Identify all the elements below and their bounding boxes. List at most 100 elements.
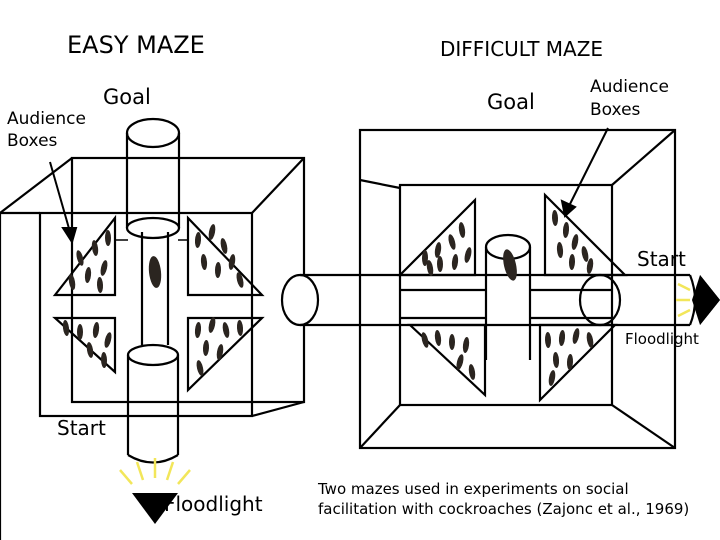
cockroach-mark xyxy=(449,334,455,350)
cockroach-mark xyxy=(468,364,476,380)
cockroach-mark xyxy=(68,274,76,290)
easy-goal-label: Goal xyxy=(103,85,151,109)
cockroach-mark xyxy=(200,254,208,270)
difficult-audience-label-line1: Audience xyxy=(590,77,669,97)
cockroach-mark xyxy=(571,234,579,250)
cockroach-mark xyxy=(208,317,216,333)
cockroach-mark xyxy=(558,330,566,346)
cockroach-mark xyxy=(222,322,230,338)
cockroach-mark xyxy=(236,272,244,288)
cockroach-mark xyxy=(86,342,94,358)
easy-floodlight-label: Floodlight xyxy=(164,492,263,516)
difficult-audience-box-lower-right xyxy=(538,323,618,403)
easy-audience-box-lower-left xyxy=(52,316,117,375)
cockroach-mark xyxy=(434,330,442,346)
cockroach-mark xyxy=(77,324,83,340)
cockroach-mark xyxy=(568,254,576,270)
difficult-audience-box-upper-right xyxy=(543,192,628,277)
easy-maze-edge-br xyxy=(251,400,305,418)
easy-start-tube xyxy=(126,343,180,464)
cockroach-mark xyxy=(216,344,224,360)
cockroach-mark xyxy=(202,340,210,356)
cockroach-mark xyxy=(581,246,589,262)
difficult-maze-edge-tl xyxy=(359,178,401,190)
easy-maze-edge-tl xyxy=(0,157,73,214)
cockroach-mark xyxy=(551,210,559,226)
easy-maze-title: EASY MAZE xyxy=(67,31,205,59)
cockroach-mark xyxy=(104,332,112,348)
cockroach-mark xyxy=(562,222,570,238)
difficult-maze-inner xyxy=(398,183,614,407)
cockroach-mark xyxy=(421,332,429,348)
difficult-maze-title: DIFFICULT MAZE xyxy=(440,37,604,61)
difficult-maze-edge-bl xyxy=(359,404,401,449)
difficult-maze xyxy=(280,128,697,450)
difficult-start-label: Start xyxy=(637,247,686,271)
difficult-audience-arrow xyxy=(560,127,609,218)
cockroach-mark xyxy=(208,224,216,240)
cockroach-mark xyxy=(456,354,464,370)
easy-maze-edge-tr xyxy=(251,157,305,214)
difficult-audience-box-upper-left xyxy=(397,197,477,277)
cockroach-mark xyxy=(100,260,108,276)
easy-maze xyxy=(0,117,306,540)
difficult-maze-outer xyxy=(358,128,677,450)
cockroach-mark xyxy=(552,352,560,368)
cockroach-mark xyxy=(458,222,466,238)
cockroach-mark xyxy=(503,249,517,281)
figure-caption: Two mazes used in experiments on social … xyxy=(318,480,690,518)
cockroach-mark xyxy=(556,242,564,258)
cockroach-mark xyxy=(91,240,99,256)
cockroach-mark xyxy=(544,332,552,348)
easy-maze-front-face xyxy=(38,211,254,418)
difficult-maze-edge-br xyxy=(611,404,676,449)
cockroach-mark xyxy=(194,232,202,248)
difficult-goal-tube xyxy=(484,233,532,290)
easy-audience-arrow xyxy=(49,161,78,245)
cockroach-group xyxy=(62,210,594,386)
cockroach-mark xyxy=(92,322,100,338)
easy-audience-label-line1: Audience xyxy=(7,109,86,129)
cockroach-mark xyxy=(196,360,204,376)
cockroach-mark xyxy=(194,322,202,338)
cockroach-mark xyxy=(451,254,459,270)
easy-start-label: Start xyxy=(57,416,106,440)
easy-audience-label-line2: Boxes xyxy=(7,131,58,151)
cockroach-mark xyxy=(421,250,429,266)
cockroach-mark xyxy=(548,370,556,386)
difficult-floodlight xyxy=(676,275,720,325)
cockroach-mark xyxy=(104,230,112,246)
cockroach-mark xyxy=(586,332,594,348)
difficult-horizontal-tunnel xyxy=(280,273,697,327)
easy-audience-box-lower-right xyxy=(186,316,265,393)
cockroach-mark xyxy=(462,337,470,353)
easy-goal-tube xyxy=(125,117,181,240)
cockroach-mark xyxy=(76,250,84,266)
difficult-audience-label-line2: Boxes xyxy=(590,100,641,120)
cockroach-mark xyxy=(96,277,104,293)
cockroach-mark xyxy=(586,258,594,274)
cockroach-mark xyxy=(62,320,70,336)
cockroach-mark xyxy=(464,247,472,263)
cockroach-mark xyxy=(228,254,236,270)
cockroach-mark xyxy=(436,256,444,272)
easy-audience-box-upper-left xyxy=(52,214,117,297)
cockroach-mark xyxy=(572,328,580,344)
difficult-floodlight-label: Floodlight xyxy=(625,330,699,348)
difficult-maze-edge-tr xyxy=(611,129,676,186)
difficult-goal-label: Goal xyxy=(487,90,535,114)
cockroach-mark xyxy=(434,242,442,258)
cockroach-mark xyxy=(100,352,108,368)
easy-audience-box-upper-right xyxy=(186,215,265,297)
cockroach-mark xyxy=(566,354,574,370)
cockroach-mark xyxy=(426,260,434,276)
cockroach-mark xyxy=(236,320,244,336)
cockroach-mark xyxy=(220,238,228,254)
cockroach-mark xyxy=(448,234,456,250)
cockroach-mark xyxy=(84,267,92,283)
cockroach-mark xyxy=(214,262,222,278)
easy-floodlight xyxy=(119,458,191,524)
difficult-audience-box-lower-left xyxy=(407,323,487,398)
